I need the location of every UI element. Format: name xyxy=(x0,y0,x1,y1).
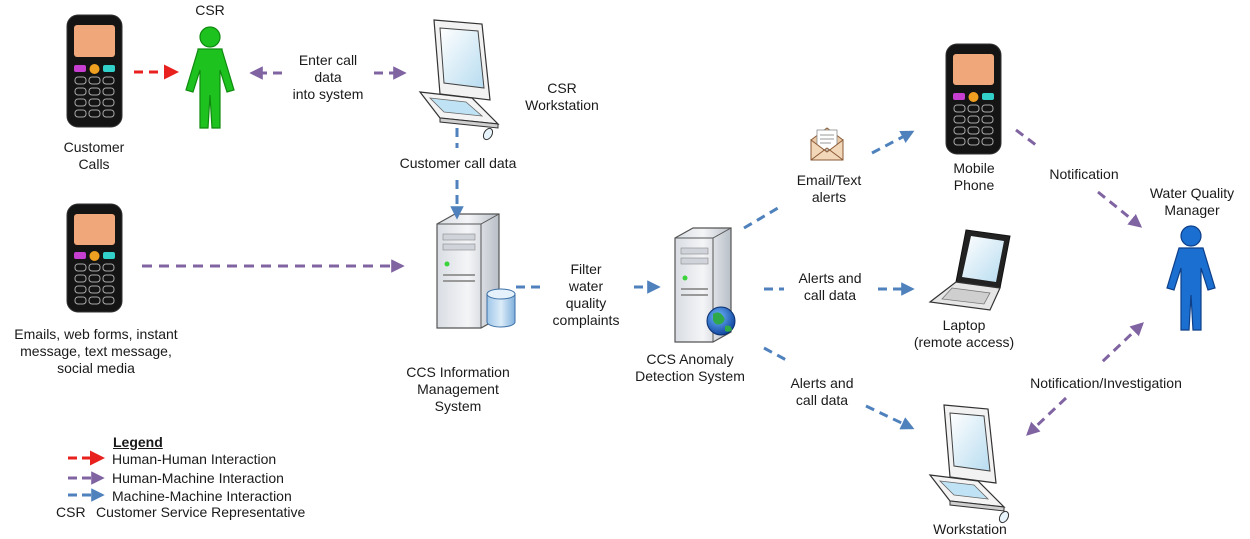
enter-call-data-label: Enter call data into system xyxy=(292,52,364,102)
alerts-call-data-laptop-label: Alerts and call data xyxy=(798,270,862,303)
csr-workstation-icon xyxy=(418,19,500,141)
phone-icon xyxy=(66,14,123,128)
arrow-anomaly-to-alerts xyxy=(743,206,779,230)
email-text-alerts-label: Email/Text alerts xyxy=(796,172,862,205)
notification-label: Notification xyxy=(1049,166,1119,182)
arrow-manager-to-investigation xyxy=(1100,322,1144,364)
ccs-anomaly-label: CCS Anomaly Detection System xyxy=(635,351,745,384)
laptop-label: Laptop (remote access) xyxy=(913,317,1015,350)
csr-workstation-label: CSR Workstation xyxy=(525,80,599,113)
customer-calls-label: Customer Calls xyxy=(63,139,125,172)
arrow-anomaly-to-workstation-b xyxy=(865,404,915,430)
csr-label: CSR xyxy=(195,2,225,18)
manager-person-icon xyxy=(1166,225,1216,331)
water-quality-manager-label: Water Quality Manager xyxy=(1149,185,1235,218)
arrow-investigation-to-workstation xyxy=(1026,396,1068,436)
alerts-call-data-workstation-label: Alerts and call data xyxy=(790,375,854,408)
filter-complaints-label: Filter water quality complaints xyxy=(552,261,620,328)
legend-title: Legend xyxy=(113,434,163,450)
legend-csr-full: Customer Service Representative xyxy=(96,504,306,520)
arrow-alerts-to-mobile xyxy=(871,130,915,155)
anomaly-server-icon xyxy=(674,227,736,343)
csr-person-icon xyxy=(185,26,235,129)
phone-icon xyxy=(66,203,123,313)
laptop-icon xyxy=(928,229,1011,311)
customer-call-data-label: Customer call data xyxy=(399,155,517,171)
ccs-server-icon xyxy=(436,213,516,329)
legend-human-human: Human-Human Interaction xyxy=(112,451,277,467)
ccs-info-mgmt-label: CCS Information Management System xyxy=(406,364,510,414)
arrow-mobile-to-notification xyxy=(1015,128,1041,150)
mobile-phone-icon xyxy=(945,43,1002,155)
arrow-notification-to-manager xyxy=(1097,190,1143,228)
mobile-phone-label: Mobile Phone xyxy=(953,160,995,193)
workstation-label: Workstation xyxy=(933,521,1007,537)
legend-human-machine: Human-Machine Interaction xyxy=(112,470,284,486)
notification-investigation-label: Notification/Investigation xyxy=(1030,375,1182,391)
workstation-icon xyxy=(928,404,1010,524)
arrow-anomaly-to-workstation-a xyxy=(763,346,791,364)
emails-sources-label: Emails, web forms, instant message, text… xyxy=(14,326,178,376)
legend-csr-abbr: CSR xyxy=(56,504,86,520)
envelope-icon xyxy=(810,127,844,161)
legend-machine-machine: Machine-Machine Interaction xyxy=(112,488,292,504)
